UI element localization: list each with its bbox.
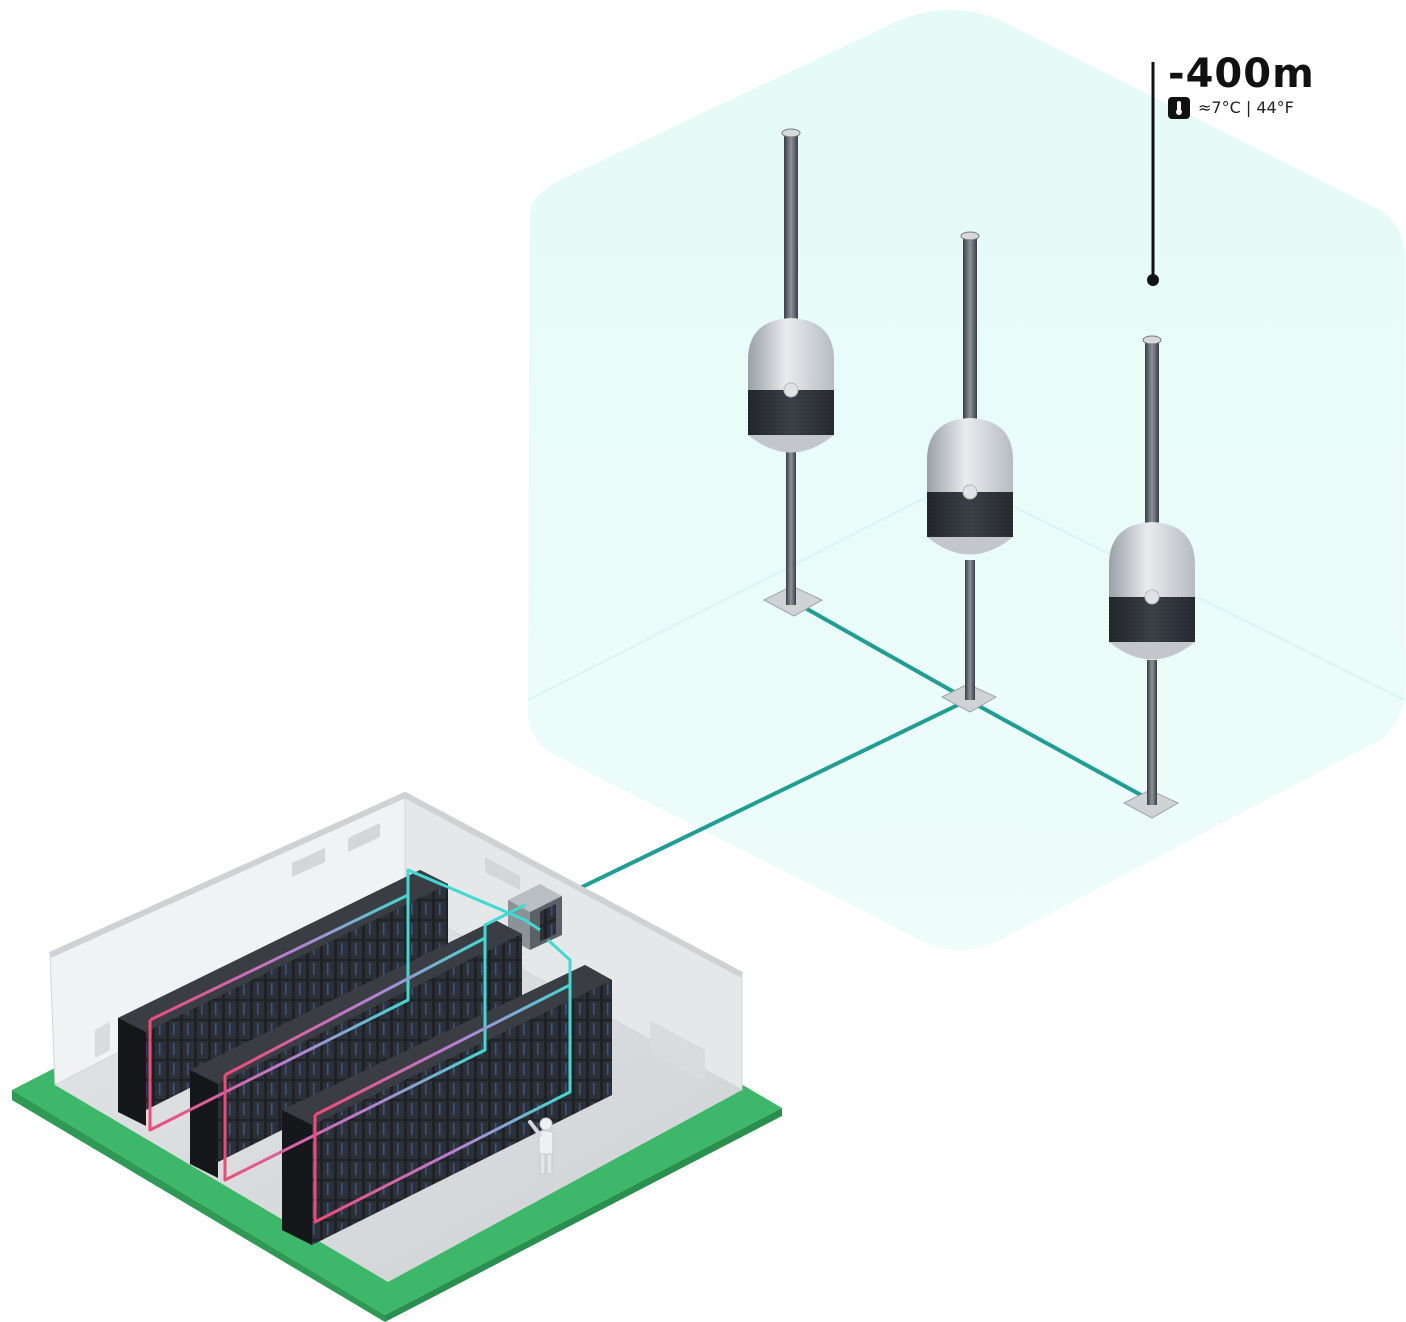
- geothermal-probe-2: [927, 231, 1013, 713]
- geothermal-probe-3: [1109, 335, 1195, 819]
- cooling-loop-pipes: [148, 868, 572, 1224]
- server-rack-row-1: [118, 870, 448, 1126]
- depth-marker-dot: [1147, 274, 1159, 286]
- temperature-readout: ≈7°C | 44°F: [1168, 97, 1294, 119]
- depth-value: -400m: [1168, 51, 1315, 97]
- data-center-building: [12, 791, 782, 1322]
- ground-loop-pipes: [578, 603, 1152, 890]
- geothermal-probe-1: [748, 128, 834, 617]
- thermometer-icon: [1168, 97, 1190, 119]
- temperature-text: ≈7°C | 44°F: [1198, 98, 1294, 117]
- technician-figure: [528, 1117, 554, 1175]
